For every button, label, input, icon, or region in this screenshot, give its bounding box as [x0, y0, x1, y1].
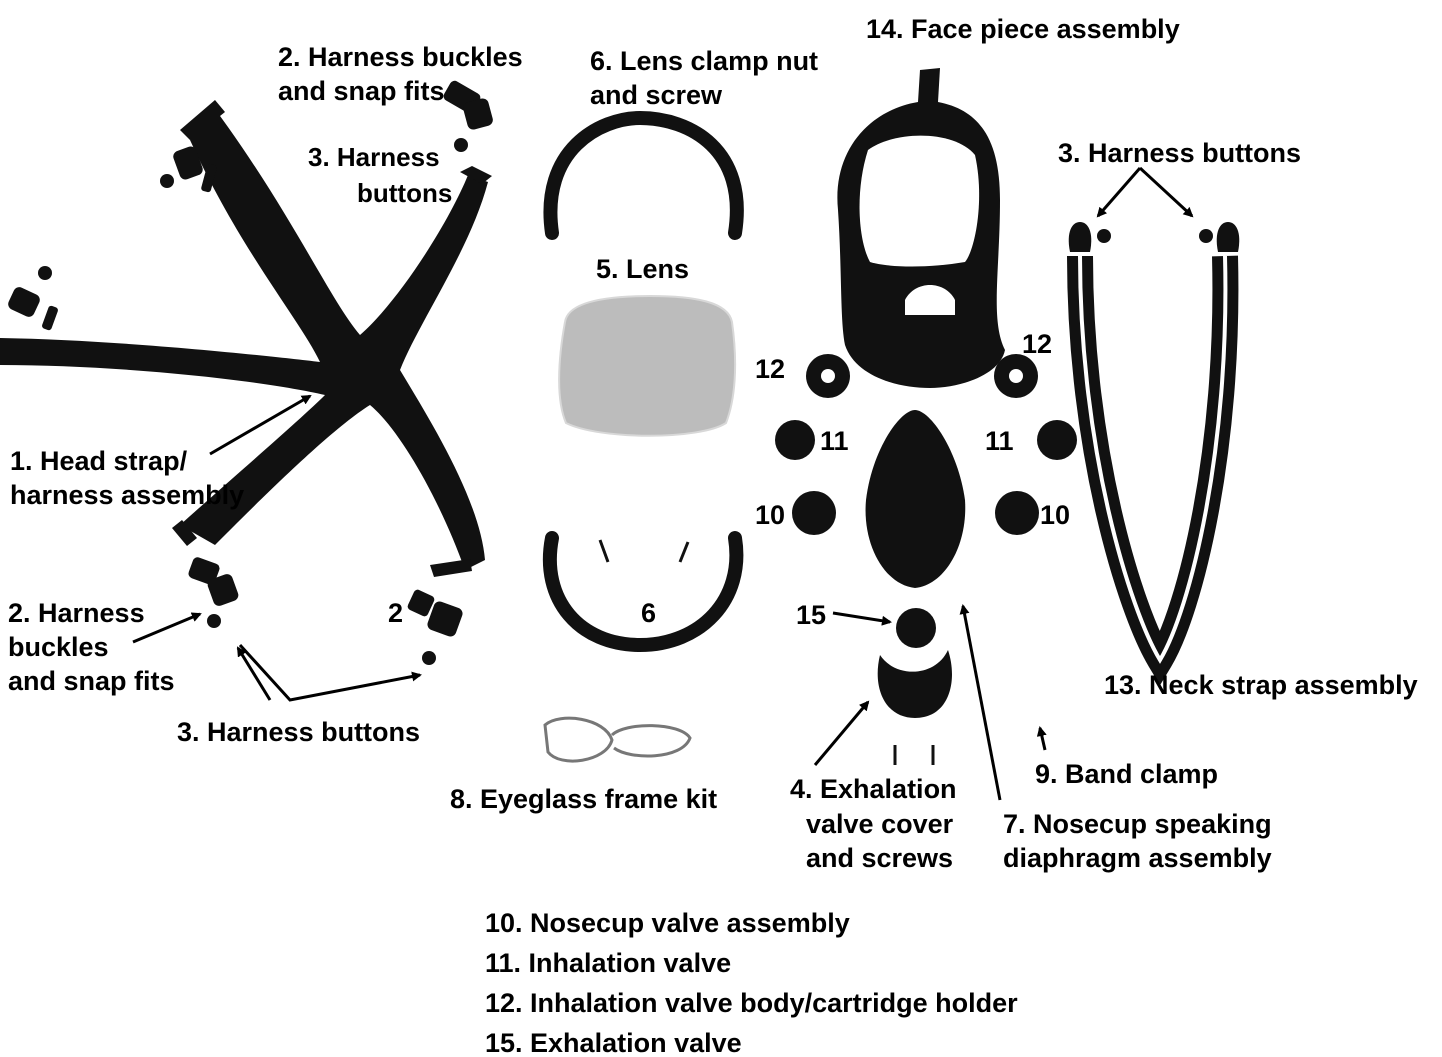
face-piece [806, 68, 1038, 398]
exhalation-valve-cover [878, 650, 952, 765]
label-buckles-bottom-line2: buckles [8, 632, 109, 662]
label-12-right: 12 [1022, 329, 1052, 359]
label-nosecup-line1: 7. Nosecup speaking [1003, 809, 1272, 839]
label-10-right: 10 [1040, 500, 1070, 530]
label-neck-strap: 13. Neck strap assembly [1104, 670, 1418, 700]
label-11-right: 11 [985, 426, 1014, 456]
eyeglass-frame-kit [545, 718, 690, 761]
lens [559, 296, 735, 436]
label-2: 2 [388, 598, 403, 628]
legend-item-12: 12. Inhalation valve body/cartridge hold… [485, 988, 1018, 1018]
parts-legend: 10. Nosecup valve assembly 11. Inhalatio… [485, 908, 1018, 1057]
label-lens-clamp-line2: and screw [590, 80, 723, 110]
lens-clamp-bottom [550, 538, 737, 645]
label-15: 15 [796, 600, 826, 630]
lens-clamp-top [550, 118, 736, 233]
label-lens: 5. Lens [596, 254, 689, 284]
legend-item-10: 10. Nosecup valve assembly [485, 908, 850, 938]
label-buttons-top-mid-line1: 3. Harness [308, 142, 440, 172]
label-head-strap-line1: 1. Head strap/ [10, 446, 188, 476]
label-11-left: 11 [820, 426, 849, 456]
label-buckles-top-line1: 2. Harness buckles [278, 42, 523, 72]
label-buckles-top-line2: and snap fits [278, 76, 445, 106]
label-eyeglass: 8. Eyeglass frame kit [450, 784, 717, 814]
label-exhalation-cover-line2: valve cover [806, 809, 954, 839]
label-buttons-top-mid-line2: buttons [357, 178, 452, 208]
label-buckles-bottom-line3: and snap fits [8, 666, 175, 696]
nosecup [866, 410, 966, 588]
label-6: 6 [641, 598, 656, 628]
legend-item-11: 11. Inhalation valve [485, 948, 731, 978]
legend-item-15: 15. Exhalation valve [485, 1028, 742, 1057]
label-face-piece: 14. Face piece assembly [866, 14, 1180, 44]
label-band-clamp: 9. Band clamp [1035, 759, 1218, 789]
label-10-left: 10 [755, 500, 785, 530]
label-buckles-bottom-line1: 2. Harness [8, 598, 145, 628]
neck-strap [1069, 222, 1240, 660]
label-buttons-bottom: 3. Harness buttons [177, 717, 420, 747]
label-exhalation-cover-line1: 4. Exhalation [790, 774, 957, 804]
label-lens-clamp-line1: 6. Lens clamp nut [590, 46, 818, 76]
label-12-left: 12 [755, 354, 785, 384]
label-buttons-top-right: 3. Harness buttons [1058, 138, 1301, 168]
label-nosecup-line2: diaphragm assembly [1003, 843, 1272, 873]
label-exhalation-cover-line3: and screws [806, 843, 953, 873]
label-head-strap-line2: harness assembly [10, 480, 244, 510]
